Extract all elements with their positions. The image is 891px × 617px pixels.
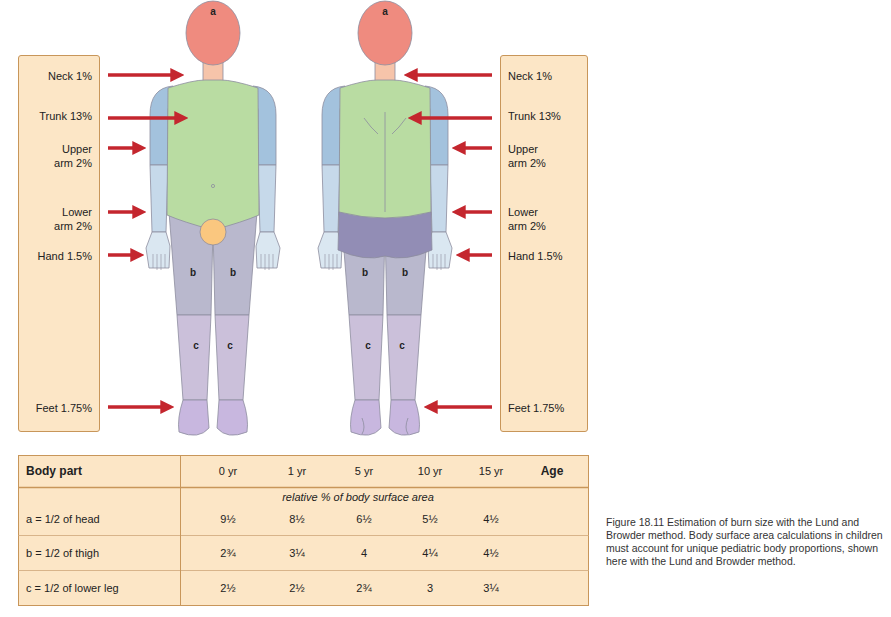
navel [211, 184, 214, 187]
region-percentage: Neck 1% [508, 69, 552, 83]
region-letter: a [382, 5, 388, 18]
genital-area [200, 219, 226, 245]
region-letter: b [402, 266, 408, 279]
shoulder-blades [364, 118, 406, 134]
spine-line [385, 112, 386, 212]
pointer-arrow [458, 210, 492, 214]
table-header: 5 yr [355, 465, 373, 478]
table-header: 0 yr [219, 465, 237, 478]
pointer-arrow [430, 405, 492, 409]
table-cell: 2¾ [356, 582, 371, 595]
pointer-arrow [108, 116, 182, 120]
table-cell: 4 [361, 547, 367, 560]
table-frame [19, 456, 589, 606]
table-rule [180, 456, 181, 606]
table-cell: 5½ [422, 513, 437, 526]
region-percentage: Feet 1.75% [508, 401, 564, 415]
table-cell: 2½ [220, 582, 235, 595]
region-percentage: Feet 1.75% [36, 401, 92, 415]
region-percentage: Lower arm 2% [508, 205, 552, 233]
row-label: c = 1/2 of lower leg [26, 582, 119, 595]
region-percentage: Hand 1.5% [508, 249, 562, 263]
region-letter: c [365, 339, 371, 352]
pointer-arrow [410, 73, 492, 77]
table-cell: 8½ [289, 513, 304, 526]
table-grid [19, 456, 589, 606]
pointer-arrow [462, 253, 492, 257]
pointer-arrow [414, 116, 492, 120]
pointer-arrow [458, 146, 492, 150]
table-header: 10 yr [418, 465, 442, 478]
table-header: 15 yr [479, 465, 503, 478]
row-label: b = 1/2 of thigh [26, 547, 99, 560]
table-header: Body part [26, 465, 82, 478]
table-subheader: relative % of body surface area [282, 491, 434, 504]
region-letter: b [230, 266, 236, 279]
table-cell: 2½ [289, 582, 304, 595]
region-percentage: Trunk 13% [508, 109, 561, 123]
figure-caption: Figure 18.11 Estimation of burn size wit… [606, 516, 884, 568]
label-panel: Neck 1% Trunk 13% Upper arm 2% Lower arm 2%… [18, 55, 100, 432]
illustration-part [200, 112, 432, 434]
region-percentage: Neck 1% [48, 69, 92, 83]
table-cell: 4½ [483, 547, 498, 560]
buttocks [338, 212, 432, 258]
region-letter: b [362, 266, 368, 279]
label-panel: Neck 1% Trunk 13% Upper arm 2% Lower arm 2%… [500, 55, 588, 432]
table-cell: 3¼ [289, 547, 304, 560]
table-rule [19, 535, 589, 536]
table-cell: 6½ [356, 513, 371, 526]
table-cell: 4¼ [422, 547, 437, 560]
region-letter: c [193, 339, 199, 352]
region-letter: c [227, 339, 233, 352]
table-header: 1 yr [288, 465, 306, 478]
region-percentage: Upper arm 2% [508, 142, 552, 170]
region-percentage: Trunk 13% [39, 109, 92, 123]
pointer-arrow [108, 146, 140, 150]
table-rule [19, 570, 589, 571]
pointer-arrow [108, 210, 140, 214]
table-header: Age [541, 465, 564, 478]
pointer-arrow [108, 253, 138, 257]
pointer-arrow [108, 405, 168, 409]
table-cell: 2¾ [220, 547, 235, 560]
region-percentage: Lower arm 2% [48, 205, 92, 233]
region-letter: c [399, 339, 405, 352]
front-figure [146, 1, 280, 435]
table-cell: 4½ [483, 513, 498, 526]
table-cell: 3¼ [483, 582, 498, 595]
heel-lines [362, 418, 408, 434]
region-letter: b [190, 266, 196, 279]
table-cell: 3 [427, 582, 433, 595]
region-letter: a [210, 5, 216, 18]
back-figure [318, 1, 452, 435]
table-rule [19, 487, 589, 489]
row-label: a = 1/2 of head [26, 513, 100, 526]
region-percentage: Upper arm 2% [48, 142, 92, 170]
region-percentage: Hand 1.5% [38, 249, 92, 263]
table-cell: 9½ [220, 513, 235, 526]
illustration-part [108, 75, 492, 407]
pointer-arrow [108, 73, 178, 77]
